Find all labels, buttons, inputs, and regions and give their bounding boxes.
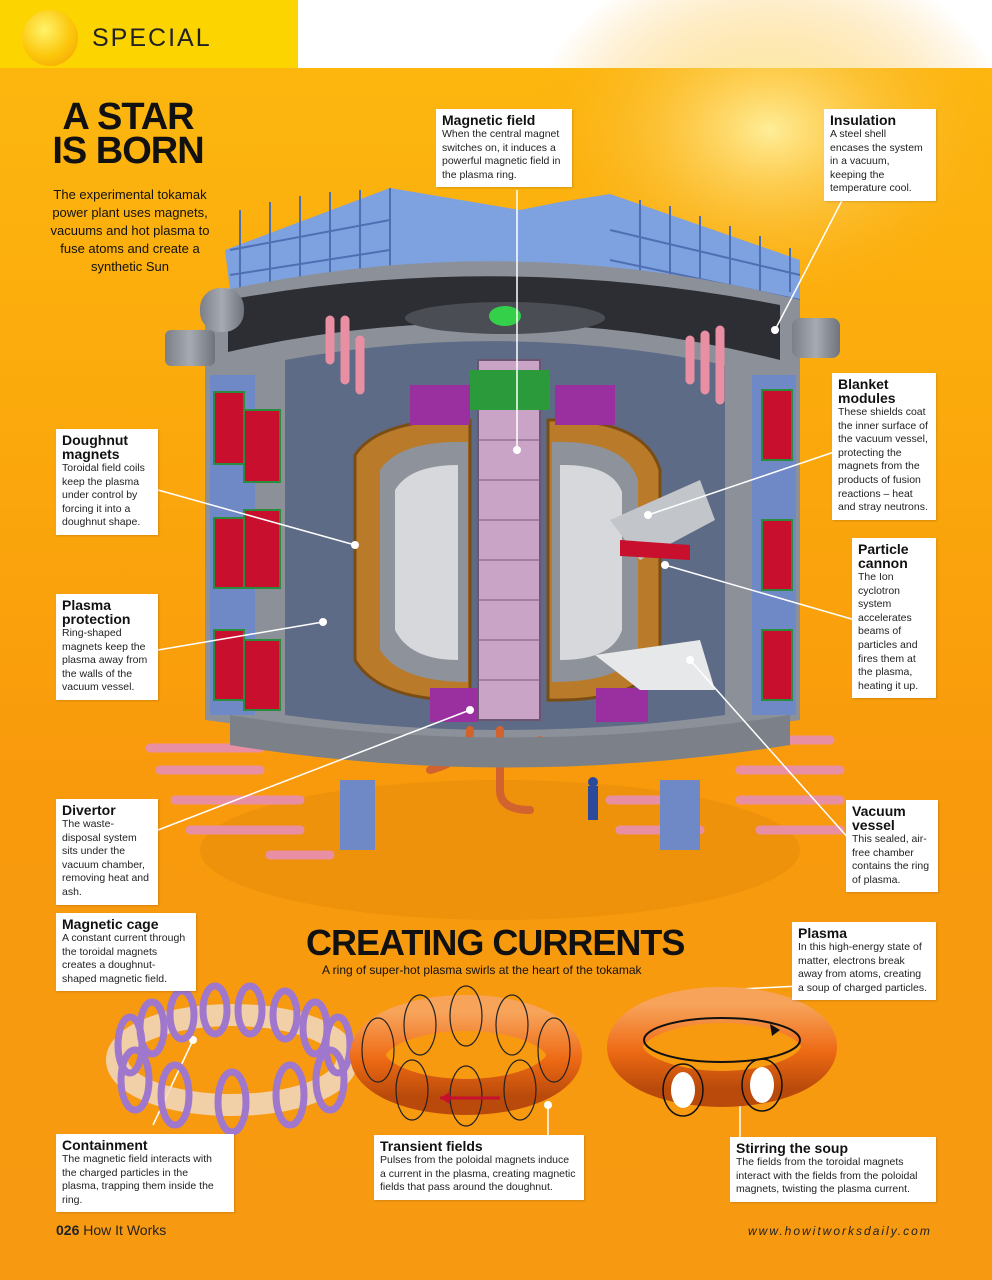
callout-title: Vacuum vessel xyxy=(852,803,906,833)
callout-text: The waste-disposal system sits under the… xyxy=(62,818,149,898)
magnetic-cage-torus xyxy=(106,982,358,1136)
callout-containment: Containment The magnetic field interacts… xyxy=(56,1134,234,1213)
base-pillar-left xyxy=(340,780,375,850)
central-solenoid xyxy=(477,359,541,721)
sun-icon xyxy=(22,10,78,66)
callout-title: Transient fields xyxy=(380,1138,483,1154)
cryostat-base xyxy=(230,715,790,768)
callout-text: This sealed, air-free chamber contains t… xyxy=(852,833,930,886)
pipes-orange xyxy=(426,726,604,814)
leader-lines xyxy=(152,184,856,1137)
vessel-left xyxy=(380,441,468,682)
callout-text: Ring-shaped magnets keep the plasma away… xyxy=(62,627,148,694)
lower-coil-left xyxy=(430,688,478,722)
upper-magnet-block xyxy=(470,370,550,410)
callout-text: A steel shell encases the system in a va… xyxy=(830,128,923,195)
callout-text: In this high-energy state of matter, ele… xyxy=(798,941,927,994)
callout-title: Stirring the soup xyxy=(736,1140,848,1156)
port-duct xyxy=(595,640,715,690)
title-line-1: A STAR xyxy=(62,96,194,138)
callout-title: Containment xyxy=(62,1137,148,1153)
callout-title: Blanket modules xyxy=(838,376,896,406)
callout-title: Divertor xyxy=(62,802,116,818)
cannon-beams xyxy=(620,540,690,560)
callout-title: Plasma protection xyxy=(62,597,131,627)
callout-title: Plasma xyxy=(798,925,848,941)
callout-vacuum-vessel: Vacuum vessel This sealed, air-free cham… xyxy=(846,800,938,893)
callout-text: The Ion cyclotron system accelerates bea… xyxy=(858,571,919,692)
callout-text: When the central magnet switches on, it … xyxy=(442,128,561,181)
callout-text: Pulses from the poloidal magnets induce … xyxy=(380,1154,576,1194)
callout-divertor: Divertor The waste-disposal system sits … xyxy=(56,799,158,905)
section-title: CREATING CURRENTS xyxy=(306,922,685,963)
callout-text: The magnetic field interacts with the ch… xyxy=(62,1153,214,1206)
poloidal-coil-left xyxy=(410,385,470,425)
lower-coil-right xyxy=(596,688,648,722)
cryostat-shell xyxy=(205,261,800,740)
article-intro: The experimental tokamak power plant use… xyxy=(50,187,210,274)
title-line-2: IS BORN xyxy=(52,130,204,172)
solenoid-stack xyxy=(478,399,540,681)
section-label: SPECIAL xyxy=(92,24,212,52)
callout-magnetic-cage: Magnetic cage A constant current through… xyxy=(56,913,196,992)
section-subtitle: A ring of super-hot plasma swirls at the… xyxy=(322,963,642,977)
lid-core xyxy=(489,306,521,326)
cryostat-lid xyxy=(228,276,780,360)
callout-magnetic-field: Magnetic field When the central magnet s… xyxy=(436,109,572,188)
side-ports xyxy=(165,288,840,366)
blanket-left xyxy=(395,465,458,660)
callout-blanket-modules: Blanket modules These shields coat the i… xyxy=(832,373,936,520)
callout-text: A constant current through the toroidal … xyxy=(62,932,186,985)
callout-title: Doughnut magnets xyxy=(62,432,129,462)
callout-transient-fields: Transient fields Pulses from the poloida… xyxy=(374,1135,584,1200)
callout-plasma-protection: Plasma protection Ring-shaped magnets ke… xyxy=(56,594,158,700)
article-title: A STAR IS BORN xyxy=(48,96,208,172)
page-footer: 026 How It Works xyxy=(56,1222,166,1238)
vessel-right xyxy=(552,441,638,682)
toroidal-coil-right xyxy=(546,418,662,702)
callout-insulation: Insulation A steel shell encases the sys… xyxy=(824,109,936,201)
particle-cannon-body xyxy=(610,480,715,560)
callout-doughnut-magnets: Doughnut magnets Toroidal field coils ke… xyxy=(56,429,158,535)
callout-title: Insulation xyxy=(830,112,897,128)
leader-dots xyxy=(189,326,779,1109)
poloidal-coil-right xyxy=(555,385,615,425)
header-blank xyxy=(298,0,992,68)
side-panels xyxy=(210,375,796,715)
page-number: 026 xyxy=(56,1222,80,1238)
callout-title: Magnetic cage xyxy=(62,916,159,932)
callout-title: Magnetic field xyxy=(442,112,536,128)
callout-particle-cannon: Particle cannon The Ion cyclotron system… xyxy=(852,538,936,699)
pipes-pink xyxy=(145,315,845,860)
blanket-right xyxy=(560,464,622,660)
human-head xyxy=(588,777,598,787)
lid-port xyxy=(405,302,605,334)
callout-text: The fields from the toroidal magnets int… xyxy=(736,1156,918,1196)
tokamak-shadow xyxy=(200,780,800,920)
website-url: www.howitworksdaily.com xyxy=(748,1224,932,1238)
callout-title: Particle cannon xyxy=(858,541,909,571)
callout-text: These shields coat the inner surface of … xyxy=(838,406,928,514)
callout-text: Toroidal field coils keep the plasma und… xyxy=(62,462,145,529)
callout-plasma: Plasma In this high-energy state of matt… xyxy=(792,922,936,1001)
interior-cavity xyxy=(285,341,725,730)
stirring-soup-torus xyxy=(607,987,837,1117)
callout-stirring-soup: Stirring the soup The fields from the to… xyxy=(730,1137,936,1202)
transient-fields-torus xyxy=(350,985,582,1127)
toroidal-coil-left xyxy=(353,418,472,702)
top-truss xyxy=(225,188,801,301)
base-pillar-right xyxy=(660,780,700,850)
human-figure xyxy=(588,786,598,820)
magazine-name: How It Works xyxy=(83,1222,167,1238)
